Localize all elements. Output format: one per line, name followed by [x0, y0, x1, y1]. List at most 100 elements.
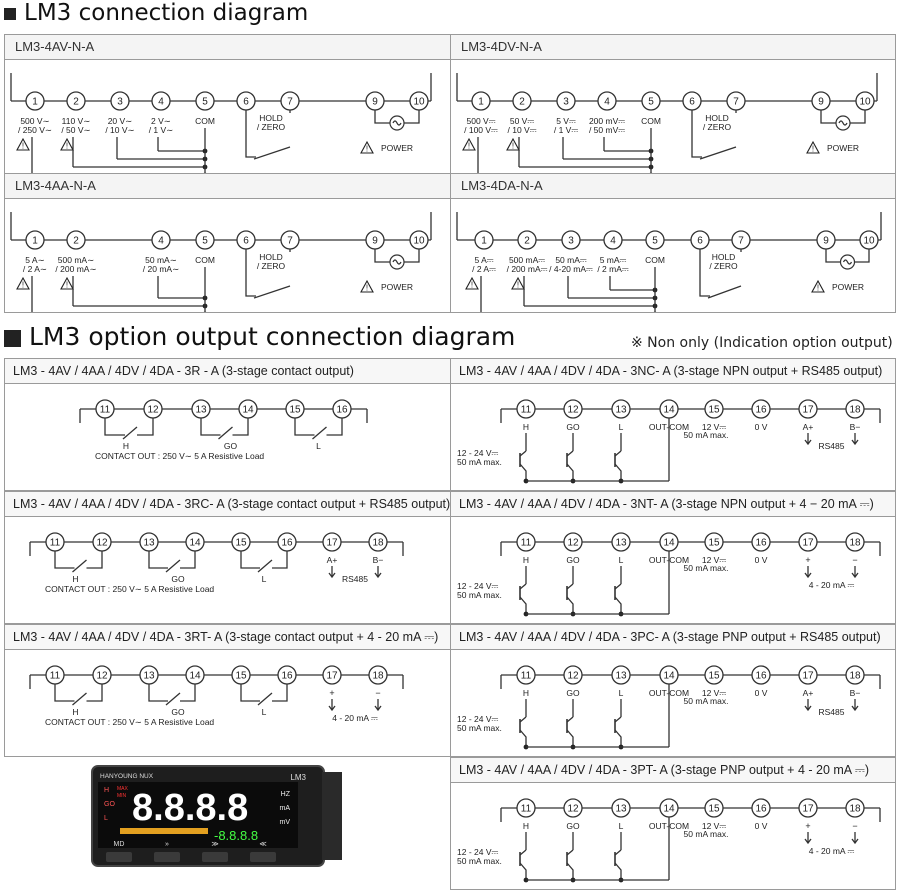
relay-contact [218, 426, 233, 440]
terminal-number: 13 [143, 671, 155, 682]
supply-12v: 12 V⎓ [702, 821, 726, 831]
ac-source-icon [392, 259, 402, 265]
terminal-3 [561, 230, 581, 250]
terminal-number: 13 [143, 538, 155, 549]
max-min-label: MAX [117, 786, 129, 792]
terminal-number: 14 [663, 538, 675, 549]
arrow [374, 572, 382, 579]
terminal-number: 3 [563, 97, 569, 108]
warning-icon-mark: ! [66, 281, 68, 290]
label: / 50 mV⎓ [589, 125, 625, 135]
terminal-number: 17 [802, 538, 814, 549]
zero-v-label: 0 V [755, 688, 768, 698]
terminal-number: 10 [859, 97, 871, 108]
transistor-icon [566, 583, 574, 590]
hold-zero-switch [245, 249, 256, 297]
hold-zero-switch [253, 146, 291, 160]
terminal-number: 10 [413, 236, 425, 247]
panel-title: LM3 - 4AV / 4AA / 4DV / 4DA - 3RC- A (3-… [5, 492, 450, 517]
warning-icon [16, 137, 30, 151]
relay-contact [180, 684, 196, 702]
warning-icon [465, 276, 479, 290]
terminal-1 [25, 230, 45, 250]
warning-icon [60, 137, 74, 151]
relay-contact [54, 551, 75, 569]
ac-source-icon [842, 259, 853, 265]
relay-contact [104, 418, 125, 436]
label: / 1 V∼ [149, 125, 174, 135]
terminal-number: 7 [287, 97, 293, 108]
rs485-a: A+ [803, 422, 814, 432]
supply-12v-max: 50 mA max. [684, 563, 729, 573]
transistor-icon [519, 849, 527, 856]
title-text: LM3 option output connection diagram [29, 322, 516, 351]
panel-title: LM3 - 4AV / 4AA / 4DV / 4DA - 3PC- A (3-… [451, 625, 895, 650]
device-button [106, 852, 132, 862]
supply-12v: 12 V⎓ [702, 688, 726, 698]
relay-label: L [262, 707, 267, 717]
terminal-12 [563, 399, 583, 419]
device-button [202, 852, 228, 862]
power-wire [850, 110, 866, 124]
terminal-number: 15 [708, 538, 720, 549]
arrow [804, 572, 812, 579]
supply-max-label: 50 mA max. [457, 723, 502, 733]
wiring-3nt: 1112131415161718HGOLOUT-COM12 V⎓50 mA ma… [457, 532, 881, 617]
terminal-number: 15 [235, 671, 247, 682]
terminal-17 [798, 532, 818, 552]
terminal-12 [563, 798, 583, 818]
label: / 10 V∼ [105, 125, 134, 135]
power-label: POWER [827, 143, 859, 153]
label: / 2 mA⎓ [597, 264, 629, 274]
relay-label: H [123, 441, 129, 451]
hold-label: HOLD [259, 252, 283, 262]
output-label: GO [566, 688, 580, 698]
warning-icon-mark: ! [817, 284, 819, 293]
ma-minus: − [852, 555, 857, 565]
relay-contact [326, 418, 343, 436]
terminal-13 [611, 798, 631, 818]
button-label: ≫ [211, 841, 218, 848]
output-label: L [619, 422, 624, 432]
warning-icon-mark: ! [517, 281, 519, 290]
terminal-number: 10 [863, 236, 875, 247]
terminal-number: 17 [326, 538, 338, 549]
output-label: H [523, 821, 529, 831]
terminal-number: 17 [802, 804, 814, 815]
terminal-15 [704, 798, 724, 818]
unit-label: HZ [281, 791, 291, 798]
power-wire [374, 249, 390, 263]
terminal-4 [151, 91, 171, 111]
label: 50 mA⎓ [555, 255, 587, 265]
supply-12v-max: 50 mA max. [684, 829, 729, 839]
led-L: L [104, 815, 108, 822]
model-label: LM3 [290, 773, 306, 782]
panel-3nc: LM3 - 4AV / 4AA / 4DV / 4DA - 3NC- A (3-… [450, 358, 896, 491]
ma-minus: − [375, 688, 380, 698]
terminal-number: 12 [567, 671, 579, 682]
output-label: H [523, 422, 529, 432]
transistor-icon [614, 596, 622, 614]
button-label: MD [114, 841, 125, 848]
panel-3rc: LM3 - 4AV / 4AA / 4DV / 4DA - 3RC- A (3-… [4, 491, 451, 624]
terminal-number: 9 [818, 97, 824, 108]
terminal-number: 14 [663, 671, 675, 682]
warning-icon-mark: ! [22, 142, 24, 151]
terminal-number: 13 [615, 671, 627, 682]
status-bar [120, 828, 208, 834]
panel-title: LM3 - 4AV / 4AA / 4DV / 4DA - 3PT- A (3-… [451, 758, 895, 783]
output-label: GO [566, 555, 580, 565]
terminal-number: 1 [32, 97, 38, 108]
transistor-icon [614, 849, 622, 856]
device-button [154, 852, 180, 862]
unit-label: mA [280, 805, 291, 812]
section-title-connection: LM3 connection diagram [4, 0, 308, 26]
rs485-label: RS485 [819, 441, 845, 451]
com-label: COM [195, 255, 215, 265]
wiring-3pt: 1112131415161718HGOLOUT-COM12 V⎓50 mA ma… [457, 798, 881, 883]
terminal-number: 11 [100, 405, 111, 416]
relay-contact [165, 559, 181, 573]
